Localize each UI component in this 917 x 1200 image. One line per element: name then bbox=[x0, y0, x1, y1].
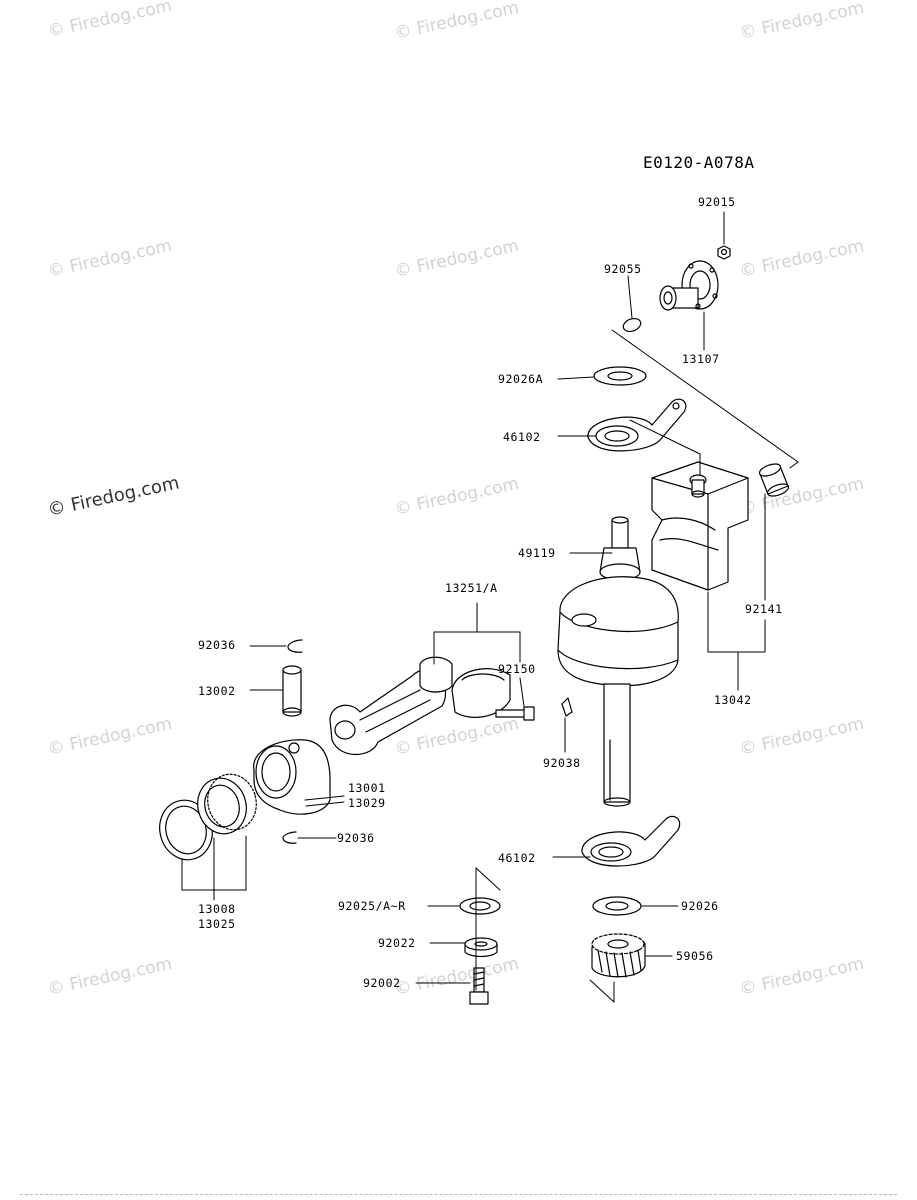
bushing-92141-part bbox=[758, 463, 790, 497]
part-label-13042: 13042 bbox=[714, 693, 752, 707]
bolt-92002-part bbox=[469, 967, 489, 1005]
part-label-13029: 13029 bbox=[348, 796, 386, 810]
part-label-92002: 92002 bbox=[363, 976, 401, 990]
diagram-code: E0120-A078A bbox=[643, 153, 755, 172]
part-label-92141: 92141 bbox=[745, 602, 783, 616]
o-ring-92055-part bbox=[622, 317, 642, 333]
part-label-13025: 13025 bbox=[198, 917, 236, 931]
part-label-92038: 92038 bbox=[543, 756, 581, 770]
balancer-46102-top-part bbox=[587, 398, 687, 452]
part-label-92025: 92025/A~R bbox=[338, 899, 406, 913]
part-label-13251a: 13251/A bbox=[445, 581, 498, 595]
crankcase-block-13042-part bbox=[651, 461, 749, 591]
part-label-92036-bottom: 92036 bbox=[337, 831, 375, 845]
nut-92015-part bbox=[717, 245, 731, 260]
bottom-divider bbox=[20, 1194, 897, 1196]
piston-pin-13002-part bbox=[282, 665, 302, 717]
gear-59056-part bbox=[591, 933, 646, 978]
part-label-13001: 13001 bbox=[348, 781, 386, 795]
washer-92025-part bbox=[459, 897, 501, 915]
balancer-46102-bottom-part bbox=[581, 815, 681, 867]
part-label-92026: 92026 bbox=[681, 899, 719, 913]
crankshaft-49119-part bbox=[557, 516, 679, 807]
spacer-92022-part bbox=[464, 937, 498, 958]
part-label-92026a: 92026A bbox=[498, 372, 544, 386]
piston-13001-part bbox=[253, 739, 331, 815]
washer-92026a-part bbox=[593, 366, 647, 386]
part-label-92036-top: 92036 bbox=[198, 638, 236, 652]
part-label-46102-bottom: 46102 bbox=[498, 851, 536, 865]
part-label-92022: 92022 bbox=[378, 936, 416, 950]
circlip-92036-top-part bbox=[287, 639, 303, 653]
part-label-49119: 49119 bbox=[518, 546, 556, 560]
connecting-rod-13251-part bbox=[329, 656, 453, 755]
part-label-46102-top: 46102 bbox=[503, 430, 541, 444]
piston-rings-13008-part bbox=[159, 773, 257, 861]
part-label-92055: 92055 bbox=[604, 262, 642, 276]
part-label-13008: 13008 bbox=[198, 902, 236, 916]
washer-92026-part bbox=[592, 896, 642, 916]
rod-cap-part bbox=[451, 668, 511, 718]
bolt-92150-part bbox=[495, 706, 535, 721]
part-label-92150: 92150 bbox=[498, 662, 536, 676]
circlip-92036-bottom-part bbox=[282, 831, 297, 844]
key-92038-part bbox=[561, 697, 573, 717]
shaft-13107-part bbox=[659, 260, 719, 311]
part-label-59056: 59056 bbox=[676, 949, 714, 963]
part-label-92015: 92015 bbox=[698, 195, 736, 209]
part-label-13002: 13002 bbox=[198, 684, 236, 698]
part-label-13107: 13107 bbox=[682, 352, 720, 366]
